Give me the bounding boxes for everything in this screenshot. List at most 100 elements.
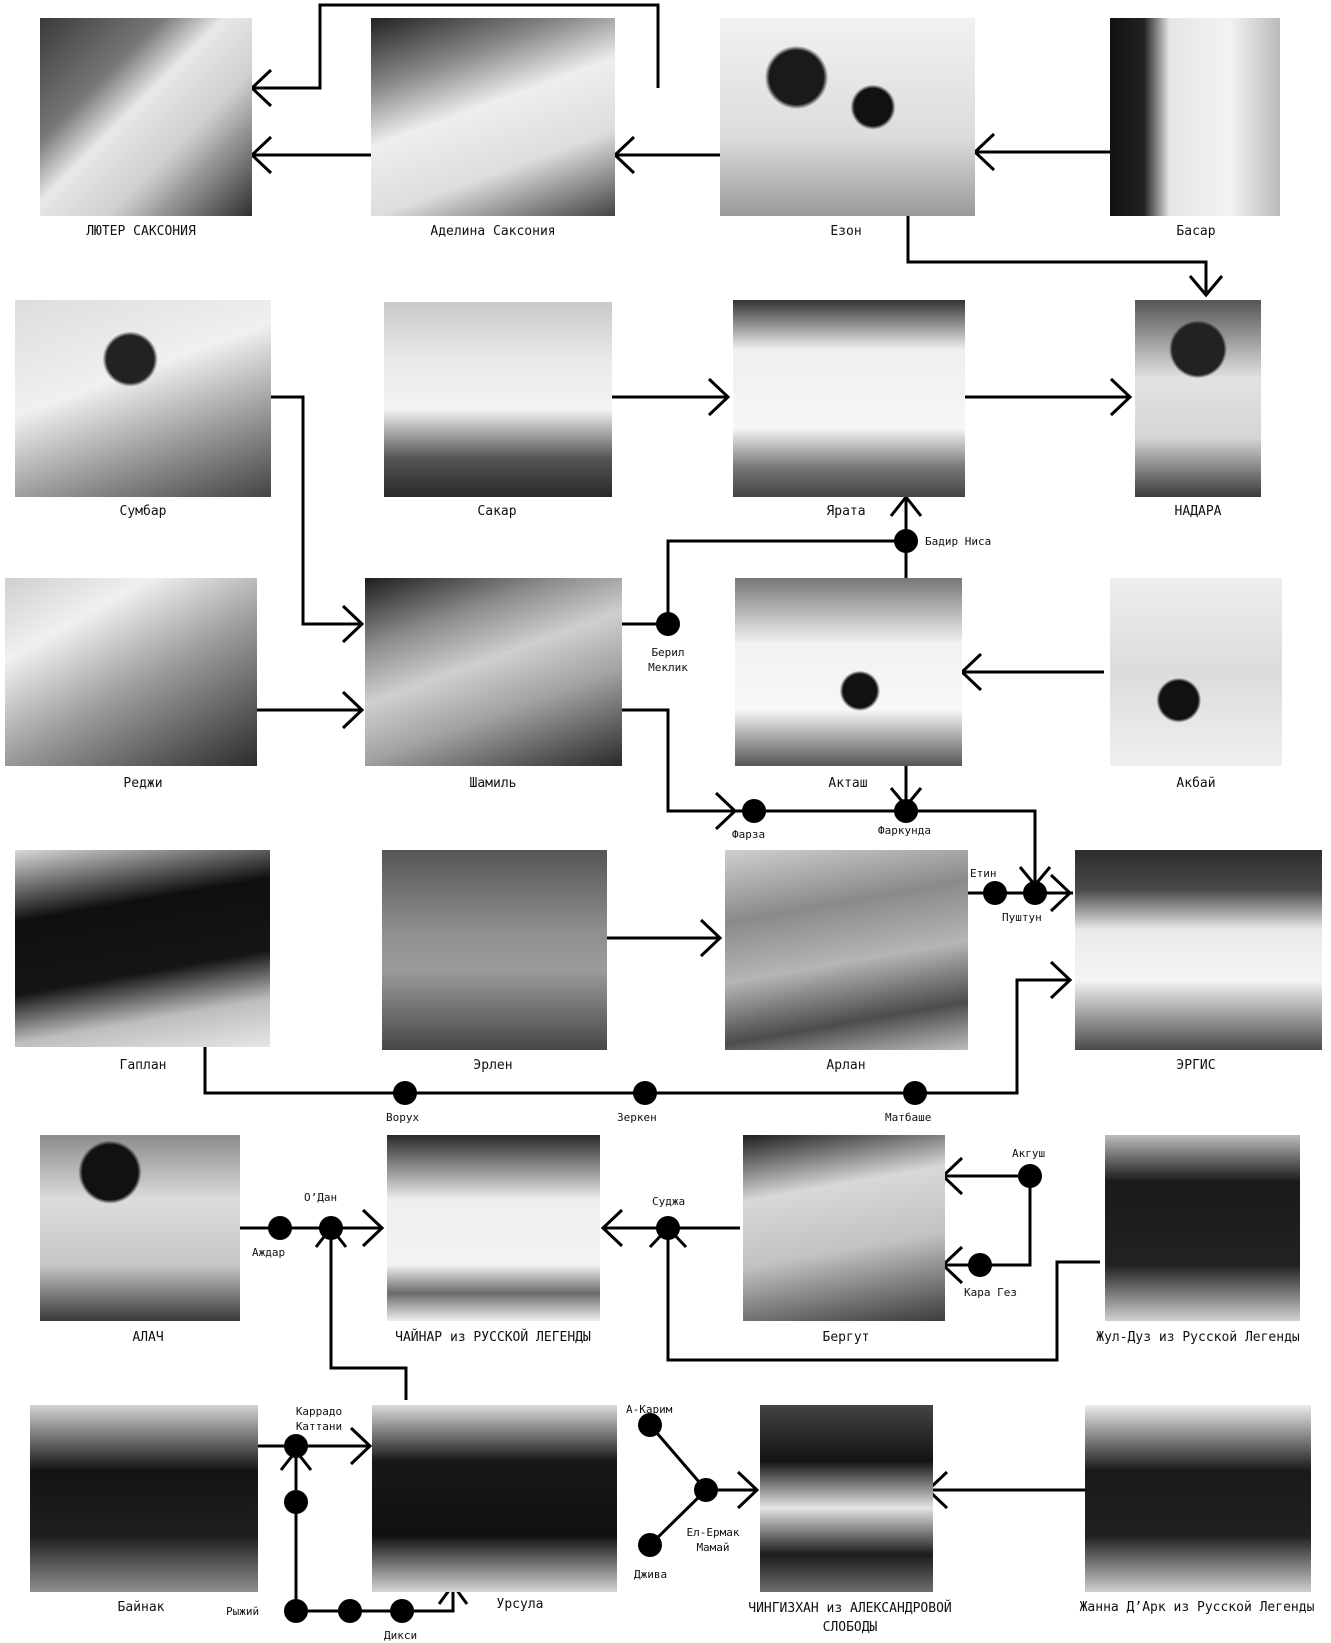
label-sumbar: Сумбар [119,504,167,519]
label-chingiz-line2: СЛОБОДЫ [822,1620,878,1635]
photo-aktash [735,578,962,766]
node-label-matbashe: Матбаше [885,1111,932,1124]
node-label-beril: Берил Меклик [640,645,696,675]
node-label-zerken: Зеркен [617,1111,657,1124]
photo-zhanna [1085,1405,1311,1592]
photo-bergut [743,1135,945,1321]
label-alach: АЛАЧ [132,1330,164,1345]
photo-ursula [372,1405,617,1592]
node-diksi [390,1599,414,1623]
node-elermak [694,1478,718,1502]
edge-gaplan-line [203,1047,915,1095]
node-label-pushtun: Пуштун [1002,911,1042,924]
node-label-odan: О’Дан [304,1191,338,1204]
photo-basar [1110,18,1280,216]
photo-yarata [733,300,965,497]
node-label-diksi: Дикси [384,1629,418,1642]
label-ergis: ЭРГИС [1176,1058,1216,1073]
edge-ezon-luter [252,3,660,90]
edge-ezon-nadara [906,215,1208,292]
label-nadara: НАДАРА [1174,504,1222,519]
node-odan [319,1216,343,1240]
photo-alach [40,1135,240,1321]
label-zhanna: Жанна Д’Арк из Русской Легенды [1079,1600,1315,1615]
label-basar: Басар [1176,224,1216,239]
label-bergut: Бергут [822,1330,870,1345]
node-label-karrado-1: Каррадо [295,1405,343,1418]
label-chingiz-line1: ЧИНГИЗХАН из АЛЕКСАНДРОВОЙ [748,1601,952,1616]
label-luter: ЛЮТЕР САКСОНИЯ [86,224,196,239]
node-label-karrado: Каррадо Каттани [284,1404,354,1434]
photo-erlen [382,850,607,1050]
node-farza [742,799,766,823]
label-adelina: Аделина Саксония [430,224,556,239]
node-label-karrado-2: Каттани [295,1420,343,1433]
arrowheads [249,68,1224,1605]
photo-sumbar [15,300,271,497]
photo-ezon [720,18,975,216]
node-label-vorukh: Ворух [386,1111,420,1124]
label-redzhi: Реджи [123,776,163,791]
node-beril [656,612,680,636]
node-label-akarim: А-Карим [626,1403,673,1416]
photo-arlan [725,850,968,1050]
node-label-elermak-2: Мамай [696,1541,730,1554]
label-arlan: Арлан [826,1058,866,1073]
label-sakar: Сакар [477,504,517,519]
edge-shamil-farza [622,708,920,813]
node-karagez [968,1253,992,1277]
node-karrado [284,1434,308,1458]
node-label-beril-2: Меклик [648,661,688,674]
node-label-akgush: Акгуш [1012,1147,1046,1160]
label-bainak: Байнак [117,1600,165,1615]
photo-redzhi [5,578,257,766]
label-aktash: Акташ [828,776,868,791]
photo-adelina [371,18,615,216]
node-label-elermak-1: Ел-Ермак [686,1526,740,1539]
edge-ursula-odan [329,1228,408,1400]
node-matbashe [903,1081,927,1105]
node-label-ryzhii: Рыжий [226,1605,260,1618]
edge-beril-badir [666,539,906,624]
edge-farkunda-ergis [906,809,1037,885]
node-label-etin: Етин [970,867,997,880]
label-erlen: Эрлен [473,1058,513,1073]
node-vorukh [393,1081,417,1105]
label-gaplan: Гаплан [119,1058,167,1073]
node-label-sudzha: Суджа [652,1195,686,1208]
node-sudzha [656,1216,680,1240]
node-ryzhii [284,1599,308,1623]
photo-sakar [384,302,612,497]
label-ezon: Езон [830,224,862,239]
label-akbai: Акбай [1176,776,1216,791]
photo-gaplan [15,850,270,1047]
edge-zhul-sudzha [666,1228,1100,1362]
node-akgush [1018,1164,1042,1188]
edge-sumbar-shamil [271,395,362,626]
node-mid-bainak [284,1490,308,1514]
label-zhul: Жул-Дуз из Русской Легенды [1096,1330,1300,1345]
node-label-dzhiva: Джива [634,1568,668,1581]
photo-ergis [1075,850,1322,1050]
node-label-azhdar: Аждар [252,1246,286,1259]
node-label-badir: Бадир Ниса [925,535,992,548]
photo-chainar [387,1135,600,1321]
node-dzhiva [638,1533,662,1557]
node-pushtun [1023,881,1047,905]
edge-akarim-elermak [648,1424,708,1491]
label-yarata: Ярата [826,504,866,519]
node-etin [983,881,1007,905]
node-farkunda [894,799,918,823]
label-shamil: Шамиль [469,776,517,791]
node-label-farkunda: Фаркунда [878,824,931,837]
label-chainar: ЧАЙНАР из РУССКОЙ ЛЕГЕНДЫ [395,1330,591,1345]
node-label-karagez: Кара Гез [964,1286,1017,1299]
node-label-farza: Фарза [732,828,766,841]
photo-chingiz [760,1405,933,1592]
node-azhdar [268,1216,292,1240]
photo-zhul [1105,1135,1300,1321]
node-akarim [638,1413,662,1437]
photo-akbai [1110,578,1282,766]
photo-luter [40,18,252,216]
